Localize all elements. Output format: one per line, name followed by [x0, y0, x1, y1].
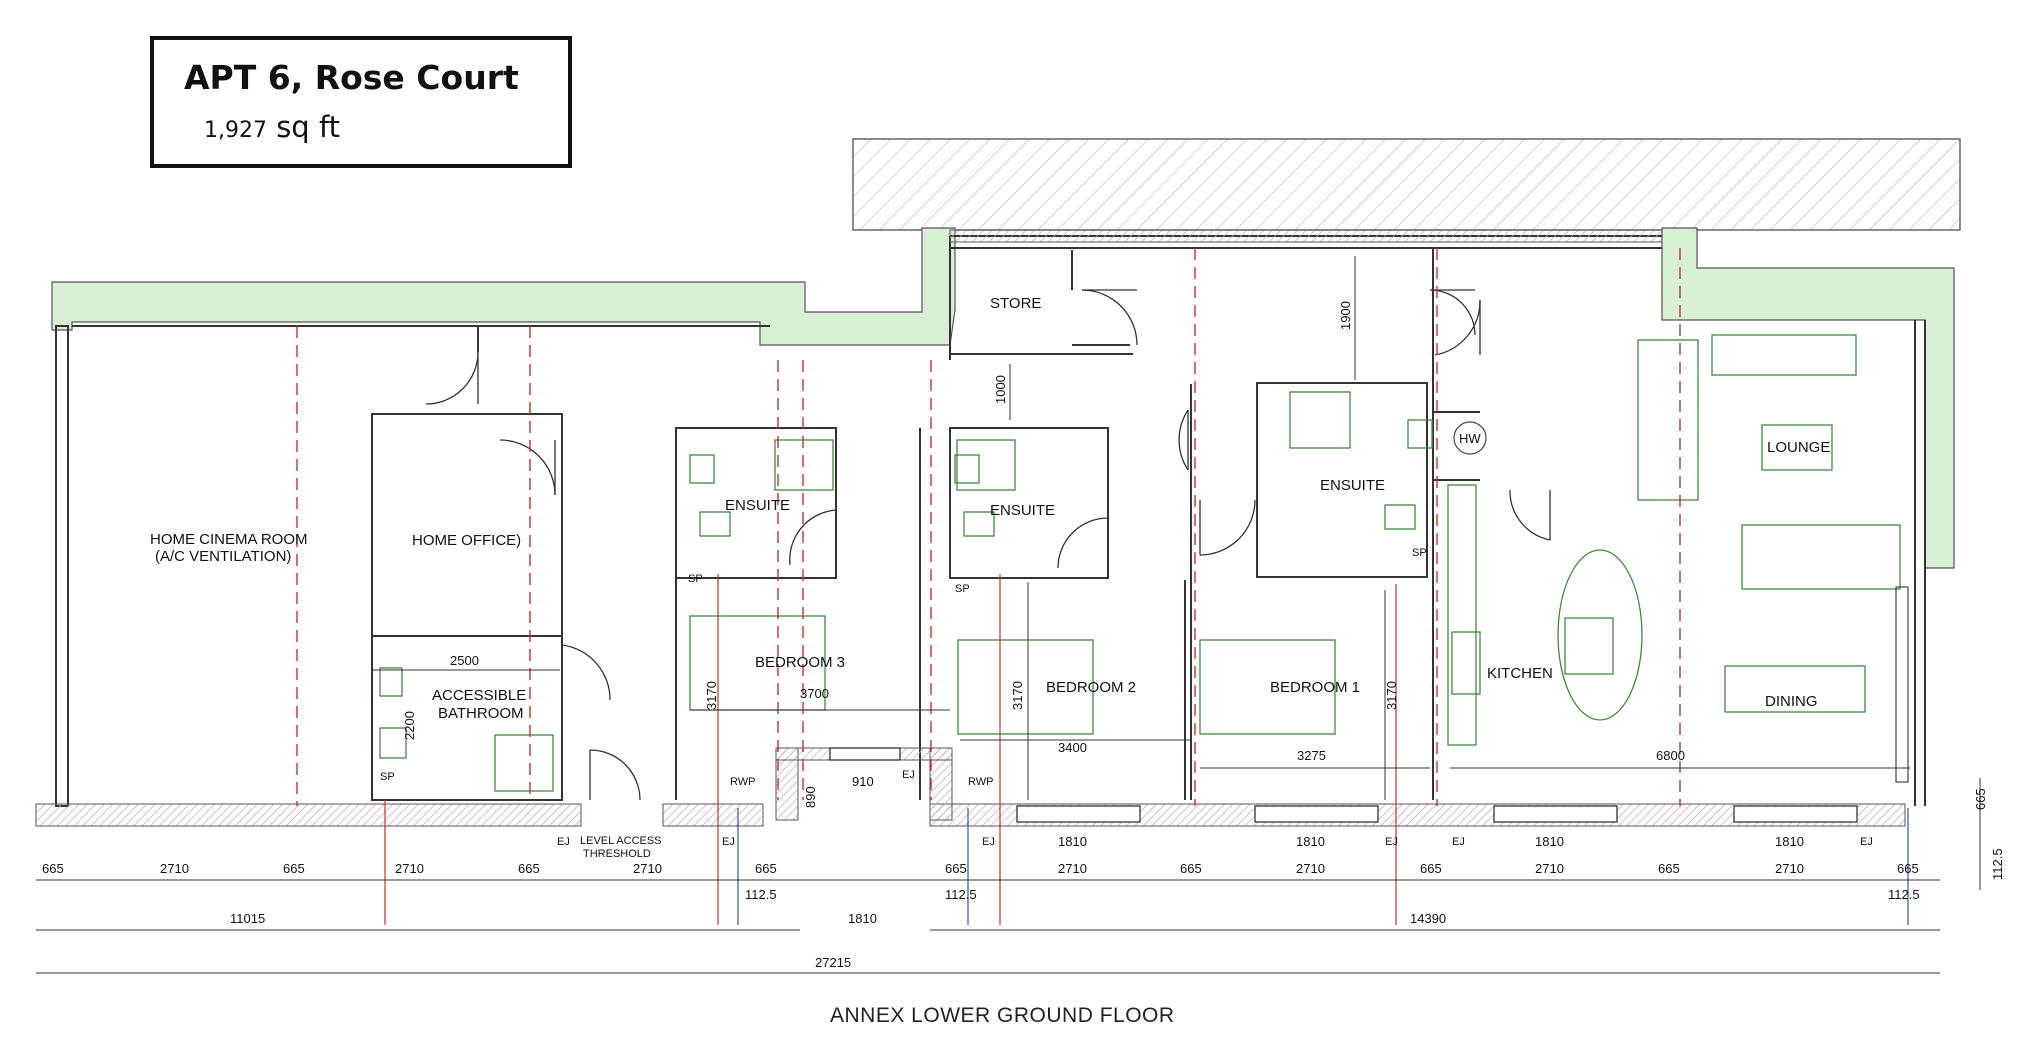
ensuite-2-label: ENSUITE	[990, 502, 1055, 519]
dim-window-4: 1810	[1775, 834, 1804, 849]
kitchen-label: KITCHEN	[1487, 665, 1553, 682]
rwp-label-left: RWP	[730, 776, 755, 788]
ej-label-5: EJ	[1385, 836, 1398, 848]
windows	[829, 747, 1858, 823]
dim-bed2-width: 3400	[1058, 740, 1087, 755]
sp-label-bath: SP	[380, 771, 395, 783]
front-wall	[35, 747, 1906, 827]
dim-1900: 1900	[1338, 301, 1353, 330]
dim-lounge-width: 6800	[1656, 748, 1685, 763]
sp-label-bed3: SP	[688, 573, 703, 585]
bedroom-1-label: BEDROOM 1	[1270, 679, 1360, 696]
dim-bay-3: 2710	[633, 861, 662, 876]
dim-overall: 27215	[815, 955, 851, 970]
dim-pier-9: 665	[1897, 861, 1919, 876]
dim-bay-4: 2710	[1058, 861, 1087, 876]
dim-bay-2: 2710	[395, 861, 424, 876]
dim-bed2-depth: 3170	[1010, 681, 1025, 710]
dim-right-1125: 112.5	[1990, 848, 2005, 880]
dim-window-3: 1810	[1535, 834, 1564, 849]
ej-label-2: EJ	[722, 836, 735, 848]
ej-label-3: EJ	[902, 769, 915, 781]
dim-right-665: 665	[1973, 788, 1988, 810]
setout-leaders	[384, 574, 1397, 925]
lounge-label: LOUNGE	[1767, 439, 1830, 456]
store-label: STORE	[990, 295, 1041, 312]
dim-pier-8: 665	[1658, 861, 1680, 876]
dimension-lines	[36, 256, 1981, 974]
accessible-bathroom-label-1: ACCESSIBLE	[432, 687, 526, 704]
setout-leaders-blue	[737, 808, 1909, 925]
dim-bay-5: 2710	[1296, 861, 1325, 876]
bedroom-2-label: BEDROOM 2	[1046, 679, 1136, 696]
dim-window-2: 1810	[1296, 834, 1325, 849]
dim-pier-4: 665	[755, 861, 777, 876]
dim-bay-7: 2710	[1775, 861, 1804, 876]
dim-entry-910: 910	[852, 774, 874, 789]
landscape-banks	[51, 227, 1955, 569]
dim-run-11015: 11015	[230, 911, 265, 926]
dim-bed1-depth: 3170	[1384, 681, 1399, 710]
dim-bed3-width: 3700	[800, 686, 829, 701]
area-unit: sq ft	[276, 110, 341, 144]
dim-pier-5: 665	[945, 861, 967, 876]
dim-pier-1: 665	[42, 861, 64, 876]
dim-bath-width: 2500	[450, 653, 479, 668]
dim-window-1: 1810	[1058, 834, 1087, 849]
home-office-label: HOME OFFICE)	[412, 532, 521, 549]
home-cinema-label: HOME CINEMA ROOM	[150, 531, 308, 548]
title-box: APT 6, Rose Court 1,927 sq ft	[150, 36, 572, 168]
area-number: 1,927	[204, 118, 267, 143]
dim-pier-6: 665	[1180, 861, 1202, 876]
dim-sub-1125-mid: 112.5	[945, 887, 977, 902]
dim-sub-1125-right: 112.5	[1888, 887, 1920, 902]
dim-bay-6: 2710	[1535, 861, 1564, 876]
level-access-label-1: LEVEL ACCESS	[580, 835, 662, 847]
dim-bay-1: 2710	[160, 861, 189, 876]
dim-bed1-width: 3275	[1297, 748, 1326, 763]
dim-bath-depth: 2200	[402, 711, 417, 740]
dim-entry-890: 890	[803, 786, 818, 808]
ensuite-3-label: ENSUITE	[725, 497, 790, 514]
dim-bed3-depth: 3170	[704, 681, 719, 710]
door-swings	[425, 289, 1551, 801]
floor-caption: ANNEX LOWER GROUND FLOOR	[830, 1004, 1175, 1027]
sp-label-bed1: SP	[1412, 547, 1427, 559]
floor-area: 1,927 sq ft	[204, 110, 340, 144]
ensuite-1-label: ENSUITE	[1320, 477, 1385, 494]
rwp-label-right: RWP	[968, 776, 993, 788]
dim-pier-2: 665	[283, 861, 305, 876]
rear-wall-pink	[949, 229, 1663, 243]
dim-sub-1125-left: 112.5	[745, 887, 777, 902]
ej-label-4: EJ	[982, 836, 995, 848]
ej-label-1: EJ	[557, 836, 570, 848]
accessible-bathroom-label-2: BATHROOM	[438, 705, 524, 722]
level-access-label-2: THRESHOLD	[583, 848, 651, 860]
dim-pier-3: 665	[518, 861, 540, 876]
section-lines	[296, 248, 1681, 806]
internal-partitions	[371, 248, 1480, 801]
dim-run-1810: 1810	[848, 911, 877, 926]
hot-water-label: HW	[1459, 431, 1481, 446]
home-cinema-note: (A/C VENTILATION)	[155, 548, 291, 565]
bedroom-3-label: BEDROOM 3	[755, 654, 845, 671]
dim-pier-7: 665	[1420, 861, 1442, 876]
sp-label-bed2: SP	[955, 583, 970, 595]
interior-elements	[1453, 421, 1909, 783]
sanitary-fittings	[379, 334, 1901, 792]
dining-label: DINING	[1765, 693, 1818, 710]
apartment-title: APT 6, Rose Court	[184, 58, 519, 97]
dim-1000: 1000	[993, 375, 1008, 404]
ej-label-7: EJ	[1860, 836, 1873, 848]
ej-label-6: EJ	[1452, 836, 1465, 848]
dim-run-14390: 14390	[1410, 911, 1446, 926]
adjacent-building-hatch	[852, 138, 1961, 231]
